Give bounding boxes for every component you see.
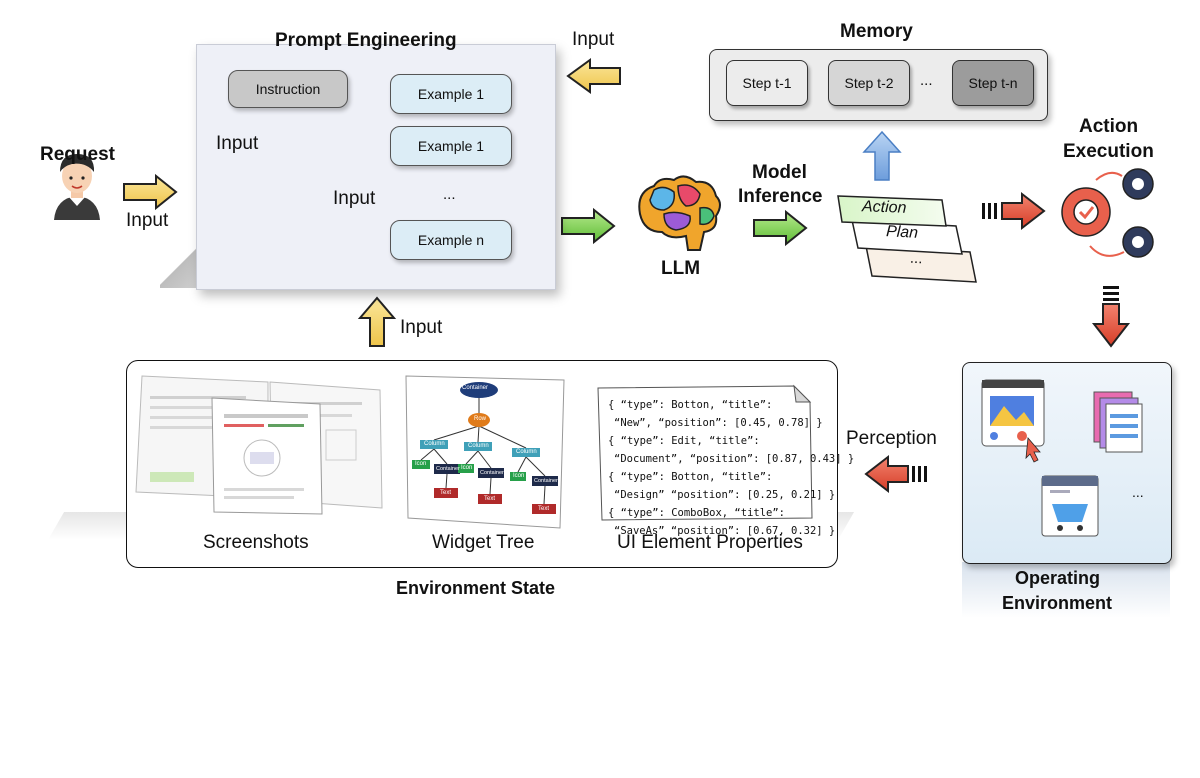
arrow-to-memory [862,130,902,181]
ui-prop-line: { “type”: Botton, “title”: [608,471,773,483]
arrow-prompt-to-llm [561,207,616,245]
widget-tree-label: Widget Tree [432,532,535,553]
ui-prop-line: { “type”: Edit, “title”: [608,435,760,447]
ui-prop-line: { “type”: Botton, “title”: [608,399,773,411]
ui-prop-line: { “type”: ComboBox, “title”: [608,507,786,519]
memory-step-t-2: Step t-2 [828,60,910,106]
ui-element-properties-label: UI Element Properties [617,532,803,553]
model-inference-title-line1: Model [752,162,807,183]
tree-node-column-1: Column [424,441,445,447]
input-label-request: Input [126,210,169,231]
arrow-llm-to-output [753,209,808,247]
ui-prop-line: “New”, “position”: [0.45, 0.78] } [614,417,823,429]
arrow-to-action-execution [982,191,1046,231]
tree-node-column-3: Column [516,449,537,455]
user-avatar-icon [54,154,100,220]
output-cards [837,195,977,283]
input-label-top: Input [572,29,615,50]
input-label-instruction: Input [216,133,259,154]
operating-environment-reflection [962,562,1170,618]
memory-ellipsis: ... [920,72,933,89]
ui-prop-line: “SaveAs” “position”: [0.67, 0.32] } [614,525,836,537]
output-action-label: Action [861,198,907,217]
tree-node-text-3: Text [538,506,550,512]
examples-ellipsis: ... [443,186,456,203]
ui-prop-line: “Design” “position”: [0.25, 0.21] } [614,489,836,501]
tree-node-text-1: Text [440,490,452,496]
brain-icon [638,175,721,251]
memory-box: Step t-1 Step t-2 ... Step t-n [709,49,1048,121]
action-execution-title-line2: Execution [1063,141,1154,162]
arrow-input-top [566,58,621,94]
tree-node-icon-3: Icon [513,473,525,479]
arrow-input-up [357,296,397,347]
instruction-box: Instruction [228,70,348,108]
input-label-examples: Input [333,188,376,209]
perception-label: Perception [846,428,937,449]
arrow-to-operating-environment [1091,286,1131,348]
example-box-1: Example 1 [390,74,512,114]
prompt-engineering-title: Prompt Engineering [275,30,457,51]
operating-environment-ellipsis: ... [1132,484,1144,500]
example-box-n: Example n [390,220,512,260]
tree-node-container-3: Container [534,478,558,484]
arrow-perception [864,454,927,494]
gears-icon [1061,168,1154,258]
output-plan-label: Plan [885,223,919,242]
model-inference-title-line2: Inference [738,186,823,207]
environment-state-title: Environment State [396,578,556,598]
example-box-2: Example 1 [390,126,512,166]
request-title: Request [40,144,115,165]
screenshots-label: Screenshots [203,532,309,553]
tree-node-icon-1: Icon [415,461,427,467]
ui-prop-line: “Document”, “position”: [0.87, 0.43] } [614,453,855,465]
memory-title: Memory [840,21,913,42]
operating-environment-title-line1: Operating [1015,568,1101,588]
memory-step-t-n: Step t-n [952,60,1034,106]
arrow-request-to-prompt [123,173,178,211]
output-ellipsis-label: ... [909,249,923,268]
operating-environment-title-line2: Environment [1002,593,1113,613]
tree-node-column-2: Column [468,443,489,449]
tree-node-icon-2: Icon [461,465,473,471]
input-label-environment: Input [400,317,443,338]
tree-node-row: Row [474,416,487,422]
tree-node-container-1: Container [436,466,460,472]
llm-title: LLM [661,258,701,279]
memory-step-t-1: Step t-1 [726,60,808,106]
ui-properties-text: { “type”: Botton, “title”: “New”, “posit… [608,396,854,540]
tree-node-text-2: Text [484,496,496,502]
action-execution-title-line1: Action [1079,116,1139,137]
tree-node-container: Container [462,385,489,391]
operating-environment-box [962,362,1172,564]
tree-node-container-2: Container [480,470,504,476]
